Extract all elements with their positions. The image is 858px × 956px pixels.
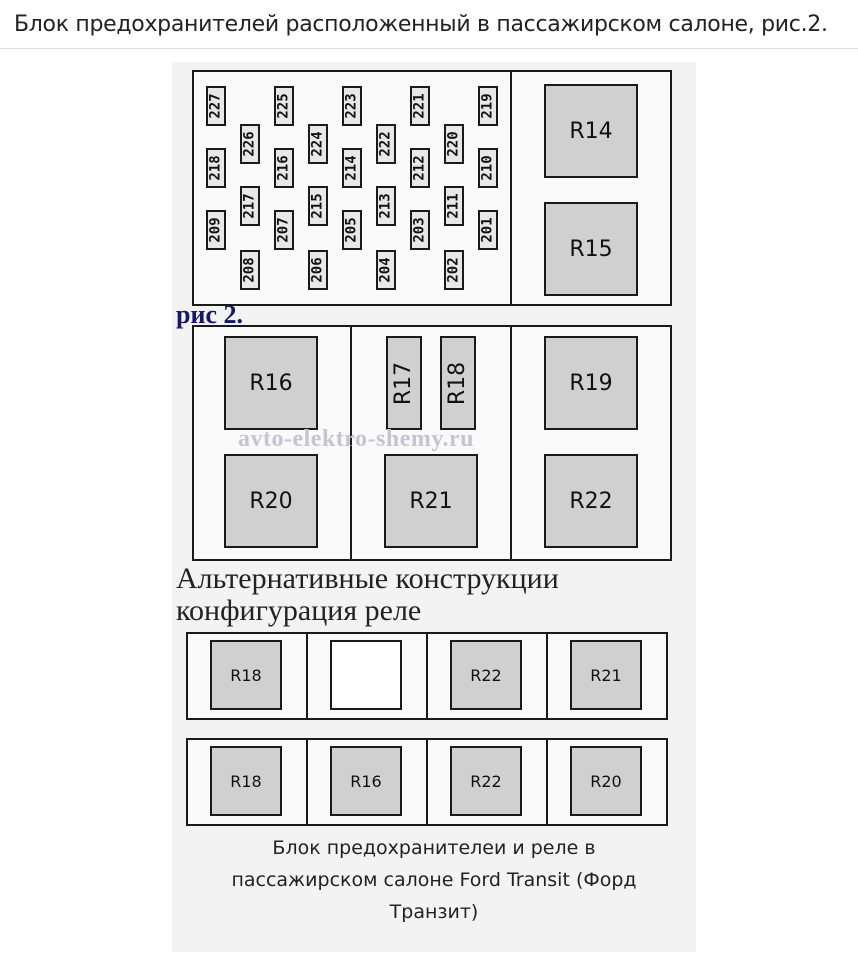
alt-row-1-relay-1: R18 [210, 640, 282, 710]
alt-row-1-relay-4: R21 [570, 640, 642, 710]
fuse-223: 223 [342, 86, 362, 126]
fuse-222: 222 [376, 124, 396, 164]
alternative-heading-line1: Альтернативные конструкции [176, 562, 559, 595]
alt-row-2-relay-3: R22 [450, 746, 522, 816]
alternative-heading-line2: конфигурация реле [176, 594, 422, 627]
fuse-203: 203 [410, 210, 430, 250]
fuse-213: 213 [376, 186, 396, 226]
fuse-202: 202 [444, 250, 464, 290]
fuse-221: 221 [410, 86, 430, 126]
fuse-219: 219 [478, 86, 498, 126]
fuse-206: 206 [308, 250, 328, 290]
fuse-208: 208 [240, 250, 260, 290]
alt-row-2-relay-1: R18 [210, 746, 282, 816]
fuse-224: 224 [308, 124, 328, 164]
relay-r15: R15 [544, 202, 638, 296]
fuse-218: 218 [206, 148, 226, 188]
fuse-211: 211 [444, 186, 464, 226]
fuse-205: 205 [342, 210, 362, 250]
alt-row-1-divider-3 [546, 632, 548, 720]
caption-line3: Транзит) [389, 901, 479, 923]
fuse-201: 201 [478, 210, 498, 250]
fuse-block-divider [510, 70, 512, 306]
alt-row-2-divider-2 [426, 738, 428, 826]
fuse-225: 225 [274, 86, 294, 126]
alt-row-1-divider-1 [306, 632, 308, 720]
relay-block-divider-2 [510, 325, 512, 561]
relay-r19: R19 [544, 336, 638, 430]
fuse-217: 217 [240, 186, 260, 226]
fuse-226: 226 [240, 124, 260, 164]
alt-row-1-relay-empty [330, 640, 402, 710]
fuse-204: 204 [376, 250, 396, 290]
alt-row-2-divider-3 [546, 738, 548, 826]
page-header: Блок предохранителей расположенный в пас… [0, 0, 858, 49]
fuse-220: 220 [444, 124, 464, 164]
caption-line2: пассажирском салоне Ford Transit (Форд [231, 869, 637, 891]
fuse-212: 212 [410, 148, 430, 188]
watermark: avto-elektro-shemy.ru [238, 426, 475, 452]
fuse-214: 214 [342, 148, 362, 188]
alt-row-2-relay-4: R20 [570, 746, 642, 816]
alt-row-1-divider-2 [426, 632, 428, 720]
fuse-215: 215 [308, 186, 328, 226]
caption-line1: Блок предохранителеи и реле в [272, 837, 596, 859]
relay-r18: R18 [440, 336, 476, 430]
figure-label: рис 2. [176, 300, 243, 329]
alt-row-2-divider-1 [306, 738, 308, 826]
diagram-caption: Блок предохранителеи и реле в пассажирск… [172, 832, 696, 928]
relay-r14: R14 [544, 84, 638, 178]
relay-block-divider-1 [350, 325, 352, 561]
relay-r20: R20 [224, 454, 318, 548]
fuse-227: 227 [206, 86, 226, 126]
page-title: Блок предохранителей расположенный в пас… [14, 12, 828, 37]
fuse-207: 207 [274, 210, 294, 250]
relay-r17: R17 [386, 336, 422, 430]
fuse-210: 210 [478, 148, 498, 188]
alt-row-2-relay-2: R16 [330, 746, 402, 816]
relay-r22: R22 [544, 454, 638, 548]
relay-r21: R21 [384, 454, 478, 548]
fuse-216: 216 [274, 148, 294, 188]
fuse-209: 209 [206, 210, 226, 250]
alt-row-1-relay-3: R22 [450, 640, 522, 710]
relay-r16: R16 [224, 336, 318, 430]
